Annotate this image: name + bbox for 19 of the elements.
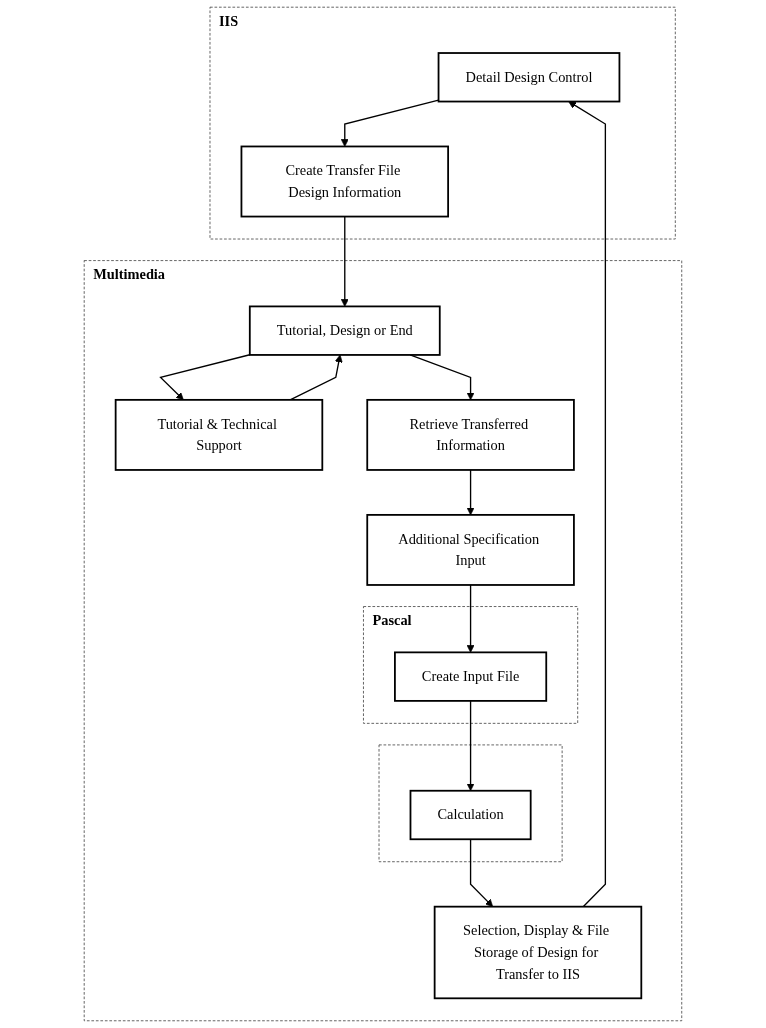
arrow [466,700,475,792]
arrow [159,354,251,401]
node-box: Additional Specification Input [366,514,575,586]
arrow [289,354,343,401]
arrow [409,354,475,401]
cluster [378,744,563,863]
node-box: Create Input File [394,651,548,702]
arrow [466,469,475,516]
arrow [469,838,494,908]
node-box: Retrieve Transferred Information [366,399,575,471]
node-box: Tutorial & Technical Support [114,399,324,471]
node-box: Tutorial, Design or End [248,305,441,356]
arrow [466,584,475,653]
node-box: Calculation [409,789,532,841]
node-box: Create Transfer File Design Information [240,145,450,218]
arrow [340,215,349,307]
node-box: Detail Design Control [437,52,621,103]
arrow [568,101,607,908]
node-box: Selection, Display & File Storage of Design for Transfer to IIS [433,905,643,1000]
